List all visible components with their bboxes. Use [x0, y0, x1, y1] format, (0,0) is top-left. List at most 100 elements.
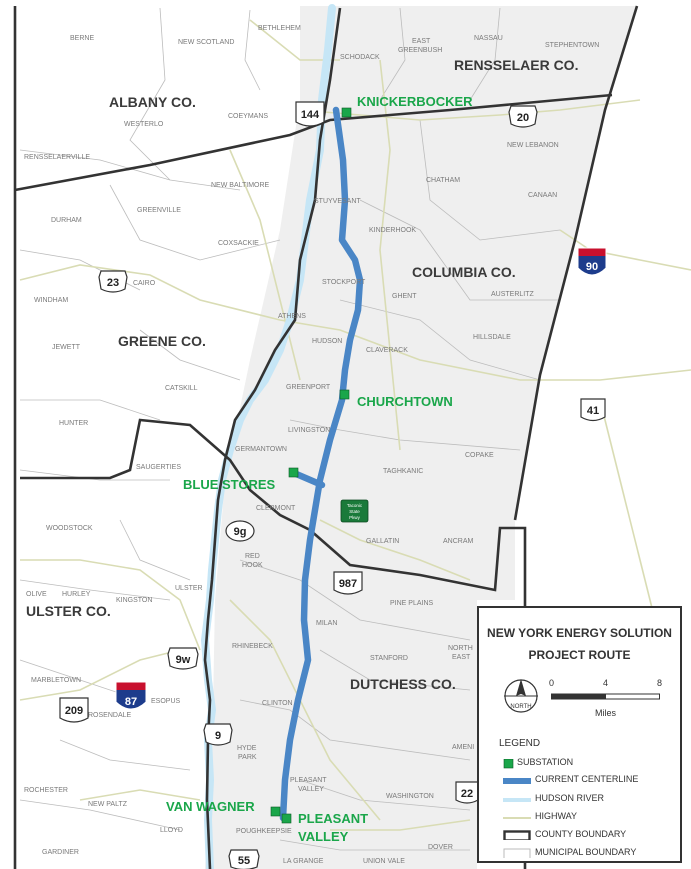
substation-knickerbocker[interactable]: [341, 107, 352, 118]
muni-label: CHATHAM: [426, 177, 460, 184]
legend-label: MUNICIPAL BOUNDARY: [535, 847, 637, 857]
muni-label: GARDINER: [42, 849, 79, 856]
muni-label: NASSAU: [474, 35, 503, 42]
north-arrow-icon: NORTH: [504, 679, 538, 713]
hudson-river: [200, 4, 336, 869]
legend-item-highway: HIGHWAY: [503, 811, 678, 825]
legend-label: COUNTY BOUNDARY: [535, 829, 627, 839]
muni-label: STUYVESANT: [314, 198, 361, 205]
muni-label: WINDHAM: [34, 297, 68, 304]
muni-label: NEW SCOTLAND: [178, 39, 234, 46]
route-shield-23: 23: [98, 270, 128, 293]
route-shield-41: 41: [580, 398, 606, 422]
substation-blue-stores[interactable]: [288, 467, 299, 478]
substation-square-icon: [503, 759, 514, 769]
svg-text:9: 9: [215, 730, 221, 742]
county-label-ulster: ULSTER CO.: [26, 603, 111, 619]
centerline-swatch-icon: [503, 778, 531, 784]
county-labels: ALBANY CO. RENSSELAER CO. COLUMBIA CO. G…: [26, 57, 578, 692]
legend-heading: LEGEND: [499, 738, 541, 749]
current-centerline: [279, 106, 364, 822]
muni-label: HUDSON: [312, 338, 342, 345]
muni-label: HURLEY: [62, 591, 91, 598]
muni-label: DURHAM: [51, 217, 82, 224]
muni-label: EAST: [412, 38, 431, 45]
muni-label: LIVINGSTON: [288, 427, 330, 434]
legend-item-county-boundary: COUNTY BOUNDARY: [503, 829, 678, 843]
substation-label-pleasant: PLEASANT: [298, 811, 368, 826]
muni-label: COXSACKIE: [218, 240, 259, 247]
muni-label: LA GRANGE: [283, 858, 324, 865]
highway-swatch-icon: [503, 817, 531, 819]
route-shield-987: 987: [333, 571, 363, 595]
muni-label: GREENPORT: [286, 384, 331, 391]
muni-label: CLERMONT: [256, 505, 296, 512]
muni-label: NEW BALTIMORE: [211, 182, 270, 189]
muni-label: CANAAN: [528, 192, 557, 199]
muni-label: CATSKILL: [165, 385, 198, 392]
legend-label: HUDSON RIVER: [535, 793, 605, 803]
route-shield-9g: 9g: [225, 520, 255, 542]
muni-label: STOCKPORT: [322, 279, 366, 286]
muni-label: RED: [245, 553, 260, 560]
substation-churchtown[interactable]: [339, 389, 350, 400]
muni-label: RENSSELAERVILLE: [24, 154, 90, 161]
route-shields: 144 20 23 41 9g 987 9w 209: [59, 101, 606, 869]
substation-labels: KNICKERBOCKER CHURCHTOWN BLUE STORES VAN…: [166, 94, 473, 844]
muni-label: ANCRAM: [443, 538, 474, 545]
muni-label: ESOPUS: [151, 698, 181, 705]
muni-label: KINDERHOOK: [369, 227, 416, 234]
river-swatch-icon: [503, 798, 531, 802]
muni-label: GHENT: [392, 293, 417, 300]
muni-label: NEW LEBANON: [507, 142, 559, 149]
muni-label: CLINTON: [262, 700, 293, 707]
muni-label: AMENI: [452, 744, 474, 751]
legend-title-line2: PROJECT ROUTE: [528, 648, 631, 662]
muni-label: GREENVILLE: [137, 207, 181, 214]
muni-label: DOVER: [428, 844, 453, 851]
interstate-shield-90: 90: [577, 247, 607, 276]
interstate-shield-87: 87: [115, 681, 147, 710]
substation-van-wagner[interactable]: [270, 806, 281, 817]
route-shield-9w: 9w: [167, 647, 199, 670]
substation-pleasant-valley[interactable]: [281, 813, 292, 824]
legend-item-municipal-boundary: MUNICIPAL BOUNDARY: [503, 847, 678, 861]
legend-label: CURRENT CENTERLINE: [535, 774, 639, 784]
substation-label-blue-stores: BLUE STORES: [183, 477, 276, 492]
muni-label: EAST: [452, 654, 471, 661]
muni-label: UNION VALE: [363, 858, 405, 865]
muni-label: STANFORD: [370, 655, 408, 662]
north-label: NORTH: [510, 704, 531, 710]
county-label-albany: ALBANY CO.: [109, 94, 196, 110]
muni-label: HOOK: [242, 562, 263, 569]
study-area: [205, 6, 637, 869]
svg-text:41: 41: [587, 405, 599, 417]
county-label-dutchess: DUTCHESS CO.: [350, 676, 456, 692]
muni-label: ATHENS: [278, 313, 306, 320]
taconic-parkway-sign: Taconic State Pkwy: [340, 499, 369, 523]
muni-label: PARK: [238, 754, 257, 761]
muni-label: HILLSDALE: [473, 334, 511, 341]
muni-label: CLAVERACK: [366, 347, 408, 354]
svg-text:144: 144: [301, 109, 320, 121]
substation-label-valley: VALLEY: [298, 829, 349, 844]
muni-label: LLOYD: [160, 827, 183, 834]
muni-label: HYDE: [237, 745, 257, 752]
muni-label: ROCHESTER: [24, 787, 68, 794]
svg-text:State: State: [349, 509, 360, 514]
muni-label: MARBLETOWN: [31, 677, 81, 684]
muni-label: SCHODACK: [340, 54, 380, 61]
muni-label: ROSENDALE: [88, 712, 132, 719]
muni-label: TAGHKANIC: [383, 468, 423, 475]
scale-tick-4: 4: [603, 678, 609, 688]
muni-label: ULSTER: [175, 585, 203, 592]
legend-label: HIGHWAY: [535, 811, 577, 821]
muni-label: COEYMANS: [228, 113, 268, 120]
muni-label: PINE PLAINS: [390, 600, 434, 607]
county-label-columbia: COLUMBIA CO.: [412, 264, 516, 280]
svg-text:22: 22: [461, 788, 473, 800]
county-label-greene: GREENE CO.: [118, 333, 206, 349]
muni-label: GREENBUSH: [398, 47, 442, 54]
muni-label: BERNE: [70, 35, 94, 42]
